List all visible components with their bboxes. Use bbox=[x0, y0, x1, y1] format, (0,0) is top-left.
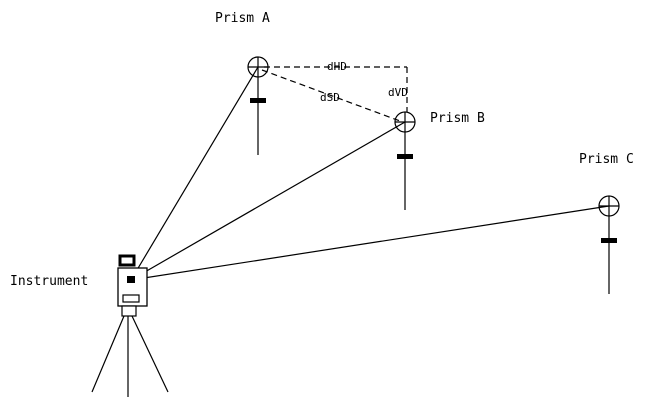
prism-b bbox=[394, 111, 416, 210]
instrument-label: Instrument bbox=[10, 274, 88, 289]
sight-line-to-prism-b bbox=[130, 121, 406, 281]
sight-line-to-prism-c bbox=[130, 205, 610, 281]
prism-a-label: Prism A bbox=[215, 11, 270, 26]
prism-b-label: Prism B bbox=[430, 111, 485, 126]
sight-line-to-prism-a bbox=[130, 66, 259, 281]
prism-c-label: Prism C bbox=[579, 152, 634, 167]
dvd-label: dVD bbox=[388, 86, 408, 99]
prism-c-pole-mark bbox=[601, 238, 617, 243]
dsd-dashed-line bbox=[261, 69, 401, 122]
instrument-icon bbox=[117, 254, 148, 317]
prism-c bbox=[598, 195, 620, 294]
prism-b-pole-mark bbox=[397, 154, 413, 159]
dsd-label: dSD bbox=[320, 91, 340, 104]
prism-a-pole-mark bbox=[250, 98, 266, 103]
tripod-icon bbox=[91, 315, 169, 397]
prism-a bbox=[247, 56, 269, 155]
dhd-label: dHD bbox=[327, 60, 347, 73]
